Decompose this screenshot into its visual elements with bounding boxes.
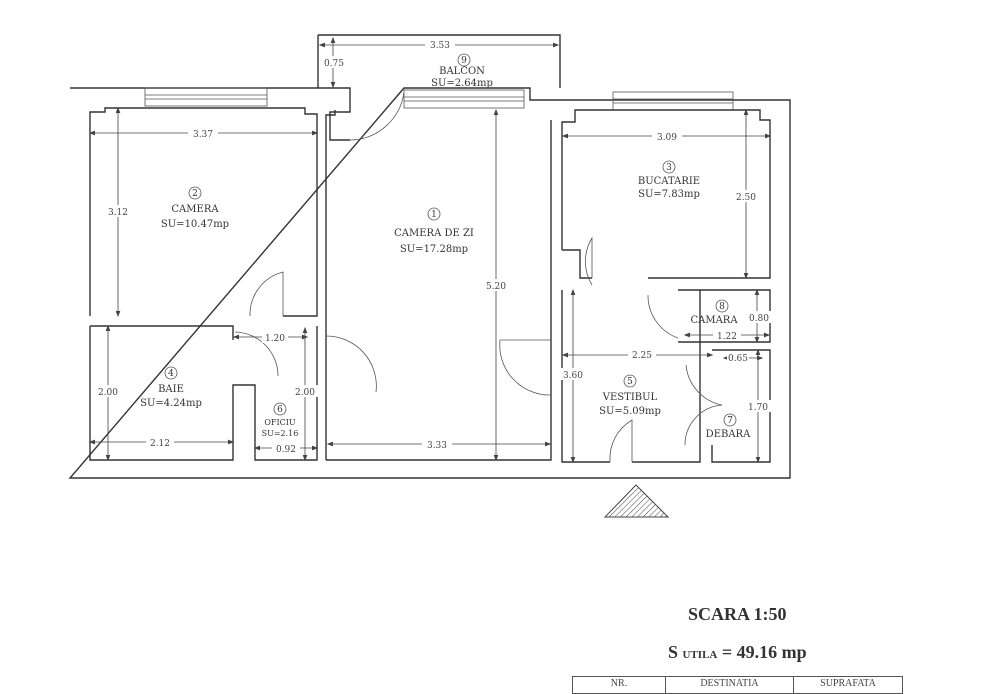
- svg-text:BAIE: BAIE: [158, 384, 184, 395]
- room-camera-de-zi: 1 CAMERA DE ZI SU=17.28mp: [394, 207, 474, 255]
- svg-text:DEBARA: DEBARA: [706, 429, 751, 440]
- room-oficiu: 6 OFICIU SU=2.16: [262, 402, 299, 438]
- svg-text:OFICIU: OFICIU: [264, 418, 296, 427]
- dim-buc-width: 3.09: [657, 133, 677, 143]
- dim-zi-width: 3.33: [427, 441, 447, 451]
- room-baie: 4 BAIE SU=4.24mp: [140, 366, 202, 409]
- svg-text:SU=4.24mp: SU=4.24mp: [140, 398, 202, 409]
- room-balcon: 9 BALCON SU=2.64mp: [431, 53, 493, 89]
- svg-text:2: 2: [192, 189, 198, 199]
- svg-text:BUCATARIE: BUCATARIE: [638, 176, 700, 187]
- room-camara: 8 CAMARA: [690, 299, 738, 326]
- dim-camera-width: 3.37: [193, 130, 213, 140]
- dim-zi-height: 5.20: [486, 282, 506, 292]
- svg-text:SU=5.09mp: SU=5.09mp: [599, 406, 661, 417]
- dim-vest-height: 3.60: [563, 371, 583, 381]
- svg-text:4: 4: [168, 369, 174, 379]
- dim-baie-width: 2.12: [150, 439, 170, 449]
- svg-text:3: 3: [666, 163, 672, 173]
- dim-oficiu-width: 0.92: [276, 445, 296, 455]
- interior-walls: [89, 91, 771, 463]
- svg-text:8: 8: [719, 302, 725, 312]
- room-camera: 2 CAMERA SU=10.47mp: [161, 186, 229, 230]
- svg-text:SU=2.64mp: SU=2.64mp: [431, 78, 493, 89]
- dim-hall-width: 1.20: [265, 334, 285, 344]
- header-nr: NR.: [572, 676, 666, 694]
- exterior-walls: [68, 34, 791, 479]
- dim-camara-width: 1.22: [717, 332, 737, 342]
- room-bucatarie: 3 BUCATARIE SU=7.83mp: [638, 160, 700, 200]
- dim-baie-height: 2.00: [98, 388, 118, 398]
- svg-text:SU=17.28mp: SU=17.28mp: [400, 244, 468, 255]
- header-destinatia: DESTINATIA: [665, 676, 794, 694]
- rooms-table: NR. DESTINATIA SUPRAFATA: [572, 676, 903, 694]
- svg-text:SU=7.83mp: SU=7.83mp: [638, 189, 700, 200]
- entrance-arrow-icon: [603, 484, 670, 518]
- dim-debara-height: 1.70: [748, 403, 768, 413]
- svg-text:1: 1: [431, 210, 437, 220]
- room-debara: 7 DEBARA: [706, 413, 751, 440]
- svg-text:BALCON: BALCON: [439, 66, 485, 77]
- total-area-subscript: UTILA: [682, 649, 718, 661]
- dim-balcon-width: 3.53: [430, 41, 450, 51]
- svg-text:SU=10.47mp: SU=10.47mp: [161, 219, 229, 230]
- svg-text:SU=2.16: SU=2.16: [262, 429, 299, 438]
- scale-label: SCARA 1:50: [688, 604, 787, 624]
- dim-buc-height: 2.50: [736, 193, 756, 203]
- total-area-symbol: S: [668, 642, 679, 662]
- dim-debara-width: 0.65: [728, 354, 748, 364]
- svg-text:6: 6: [277, 405, 283, 415]
- svg-text:VESTIBUL: VESTIBUL: [602, 392, 658, 403]
- svg-text:CAMARA: CAMARA: [690, 315, 738, 326]
- svg-text:7: 7: [727, 416, 733, 426]
- dim-oficiu-height: 2.00: [295, 388, 315, 398]
- svg-text:CAMERA: CAMERA: [171, 204, 219, 215]
- dim-camera-height: 3.12: [108, 208, 128, 218]
- dim-balcon-depth: 0.75: [324, 59, 344, 69]
- dim-camara-height: 0.80: [749, 314, 769, 324]
- table-header-row: NR. DESTINATIA SUPRAFATA: [572, 676, 903, 694]
- svg-text:9: 9: [461, 56, 467, 66]
- total-area-value: = 49.16 mp: [721, 642, 807, 662]
- svg-text:CAMERA DE ZI: CAMERA DE ZI: [394, 228, 474, 239]
- header-suprafata: SUPRAFATA: [793, 676, 903, 694]
- dimension-labels: 3.53 0.75 3.37 3.12 5.20 3.33 3.09 2.50 …: [94, 38, 771, 455]
- dim-vest-width: 2.25: [632, 351, 652, 361]
- total-area: S UTILA = 49.16 mp: [668, 642, 807, 663]
- room-vestibul: 5 VESTIBUL SU=5.09mp: [599, 374, 661, 417]
- svg-text:5: 5: [627, 377, 633, 387]
